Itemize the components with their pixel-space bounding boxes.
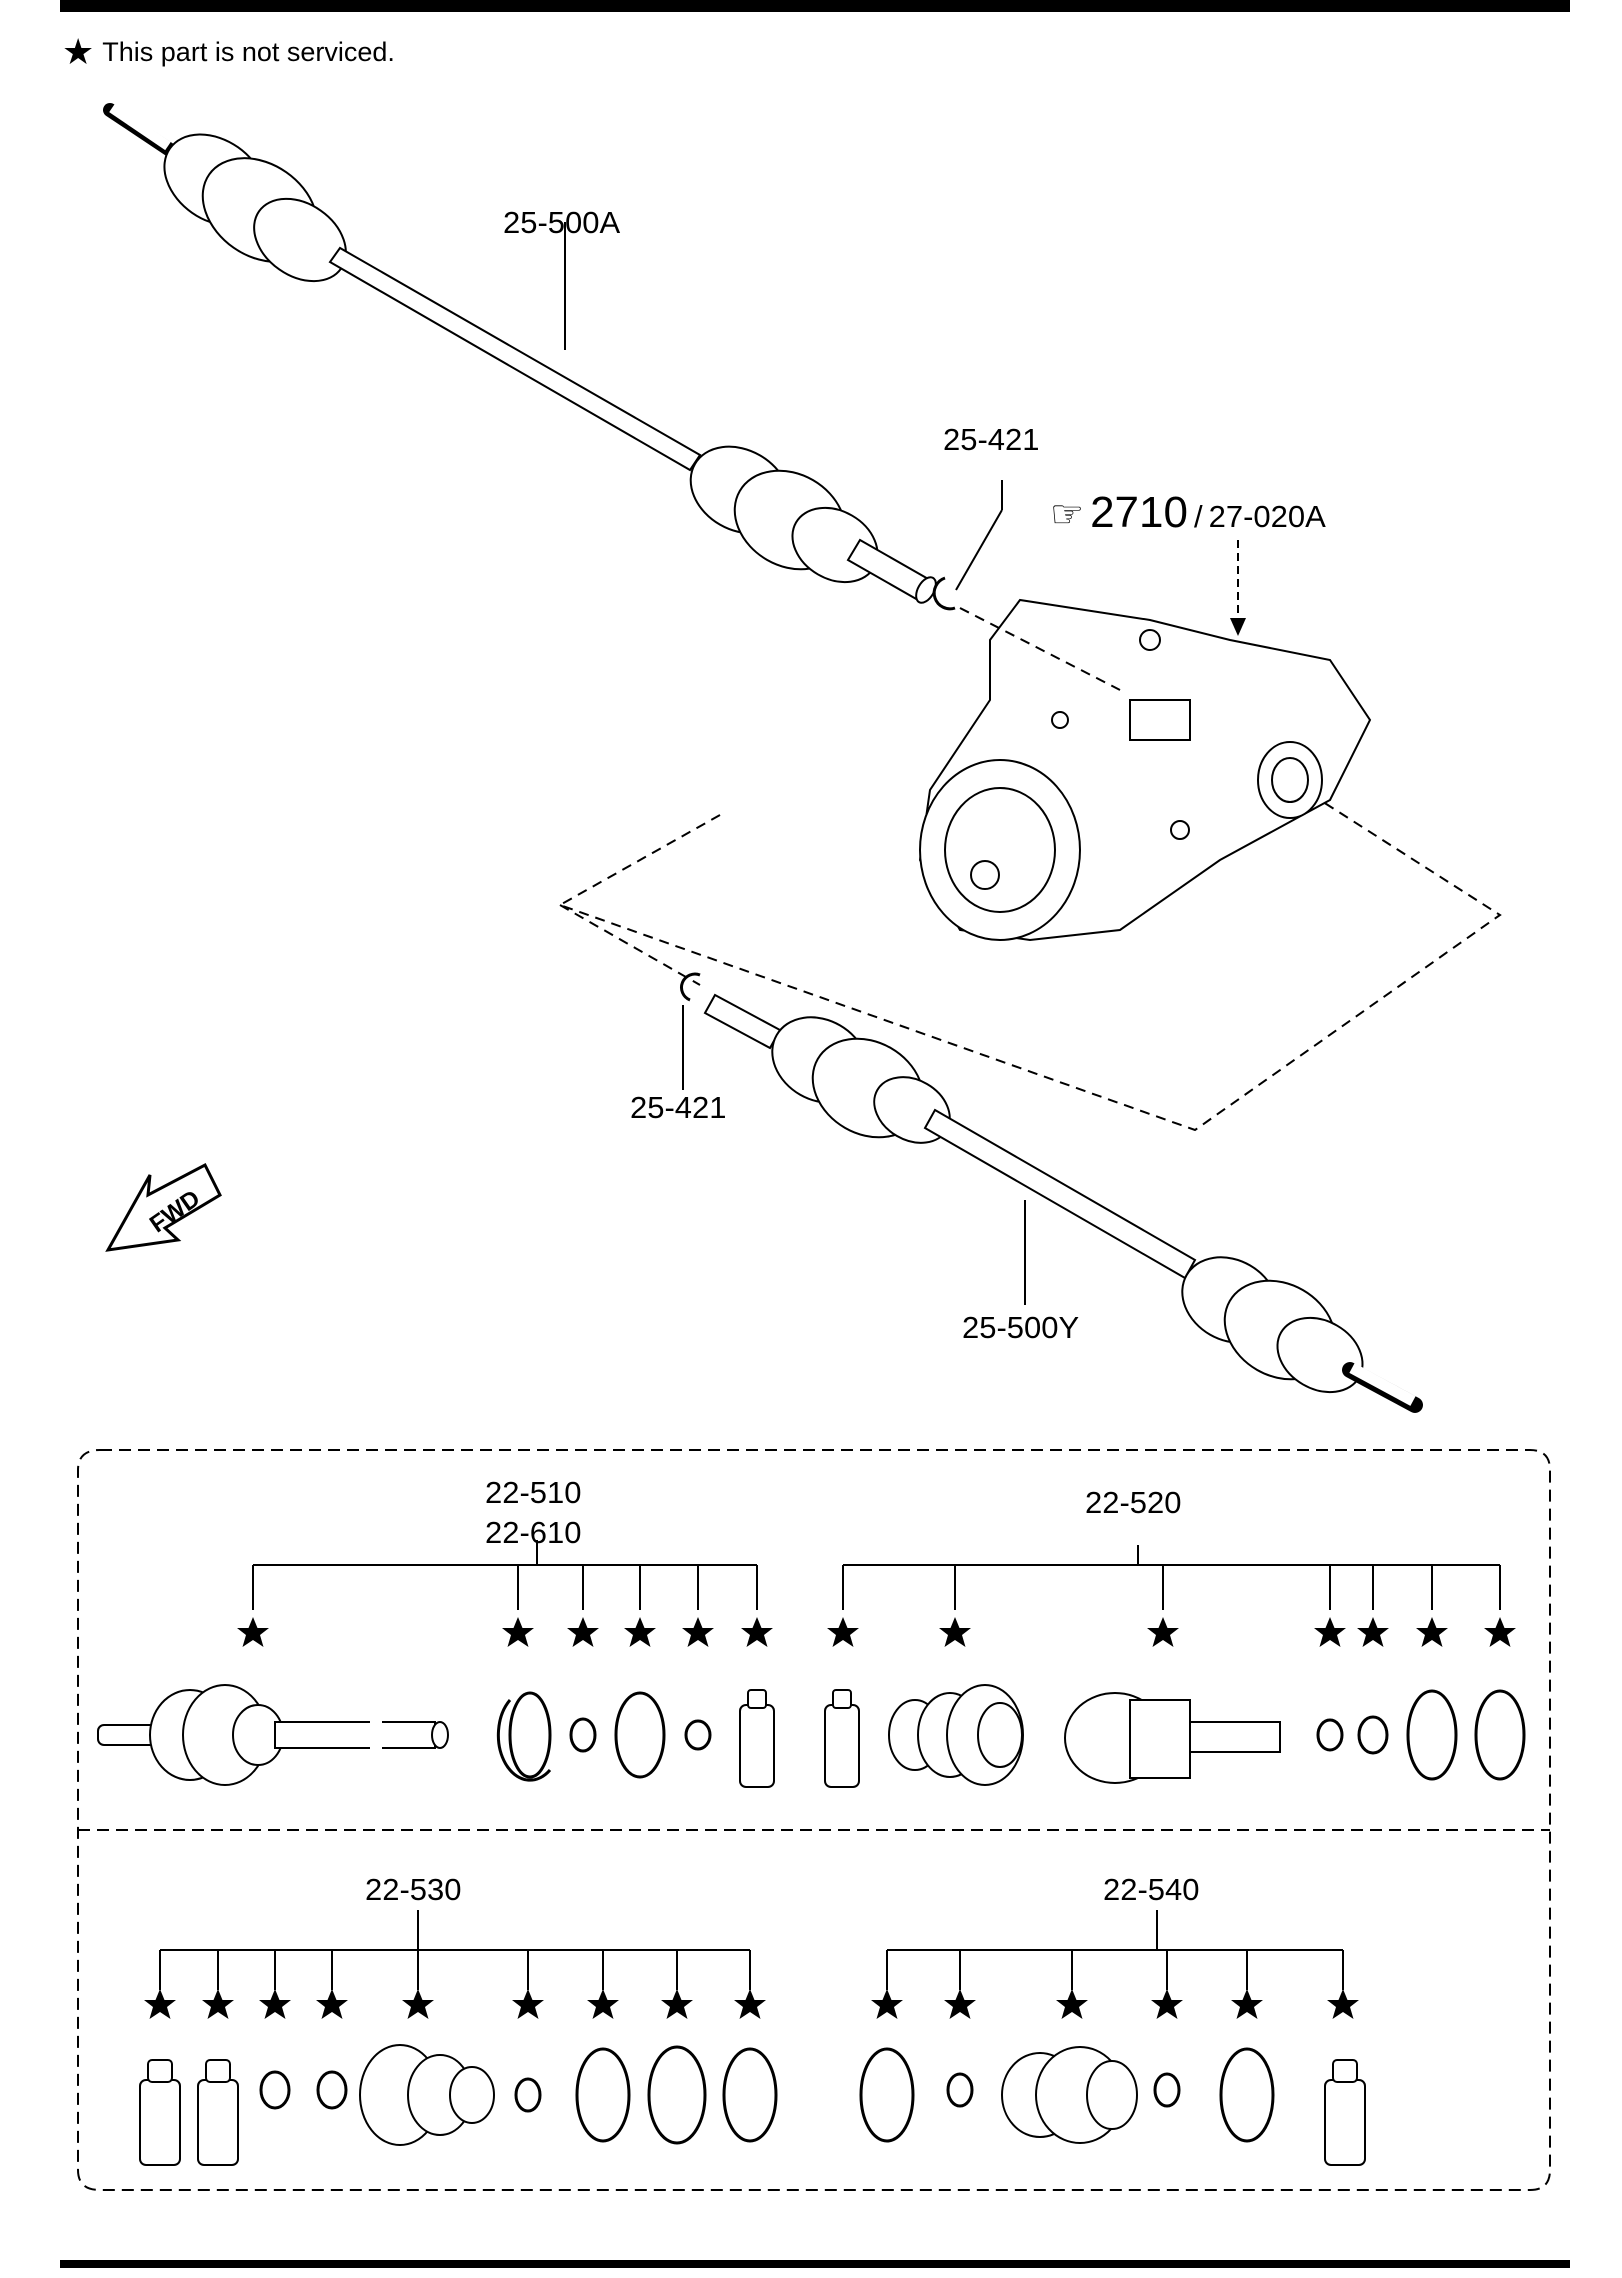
legend-note: ★ This part is not serviced. [62, 34, 395, 70]
reference-note: ☞ 2710 / 27-020A [1050, 488, 1326, 538]
ref-separator: / [1193, 499, 1203, 534]
label-22-520: 22-520 [1085, 1485, 1182, 1520]
label-22-540: 22-540 [1103, 1872, 1200, 1907]
service-kits-box [77, 1449, 1551, 2191]
drive-shaft-lower [703, 993, 1423, 1413]
kit-parts-row-1 [97, 1684, 1526, 1788]
rear-differential [918, 598, 1372, 942]
drive-shaft-upper [103, 103, 937, 604]
label-25-421-bottom: 25-421 [630, 1090, 727, 1125]
star-icon: ★ [62, 31, 95, 72]
top-border [60, 0, 1570, 12]
ref-number[interactable]: 2710 [1090, 488, 1188, 537]
label-25-500A: 25-500A [503, 205, 621, 240]
label-22-510: 22-510 [485, 1475, 582, 1510]
bottom-border [60, 2260, 1570, 2268]
label-22-610: 22-610 [485, 1515, 582, 1550]
star-icons [144, 1617, 1516, 2019]
legend-text: This part is not serviced. [102, 36, 395, 67]
kit-parts-row-2 [139, 2044, 1366, 2166]
pointing-hand-icon: ☞ [1050, 494, 1085, 536]
label-25-500Y: 25-500Y [962, 1310, 1080, 1345]
fwd-arrow-icon [105, 1162, 222, 1252]
ref-part[interactable]: 27-020A [1208, 499, 1326, 534]
label-22-530: 22-530 [365, 1872, 462, 1907]
label-25-421-top: 25-421 [943, 422, 1040, 457]
